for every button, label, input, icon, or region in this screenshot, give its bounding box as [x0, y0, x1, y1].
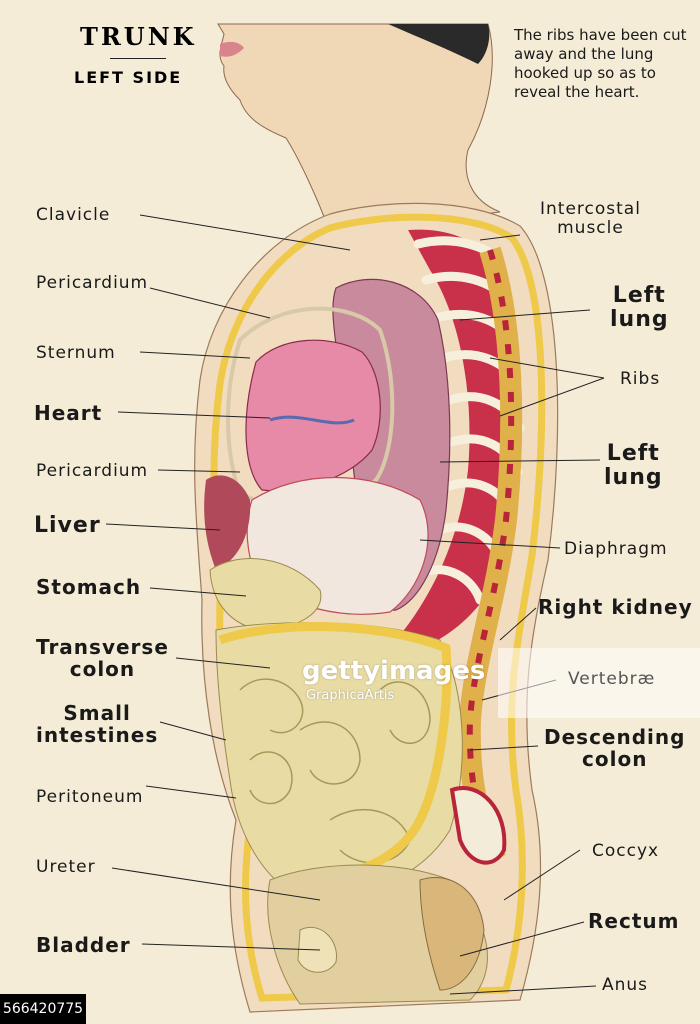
- label-ribs: Ribs: [620, 369, 661, 389]
- pleura-outline: [210, 213, 546, 1002]
- label-pericardium-lower: Pericardium: [36, 461, 149, 481]
- title-divider: [110, 58, 166, 59]
- label-small-intestines: Small intestines: [36, 701, 159, 747]
- heart-vessel: [269, 415, 355, 425]
- label-anus: Anus: [602, 975, 649, 995]
- label-left-lung-upper: Left lung: [610, 283, 669, 333]
- label-coccyx: Coccyx: [592, 841, 660, 861]
- label-right-kidney: Right kidney: [538, 595, 693, 619]
- lips: [220, 41, 244, 57]
- heart-organ: [245, 339, 381, 492]
- stock-id-badge: 566420775: [0, 994, 86, 1024]
- label-diaphragm: Diaphragm: [564, 539, 668, 559]
- plate-subtitle: LEFT SIDE: [74, 68, 183, 87]
- rectum-organ: [419, 876, 485, 991]
- plate-title: TRUNK: [80, 22, 197, 51]
- colon-band: [218, 622, 452, 885]
- label-stomach: Stomach: [36, 575, 142, 599]
- stomach-organ: [209, 558, 322, 631]
- label-peritoneum: Peritoneum: [36, 787, 144, 807]
- label-pericardium-upper: Pericardium: [36, 273, 149, 293]
- label-intercostal-muscle: Intercostal muscle: [540, 199, 641, 238]
- pericardium-sac: [226, 306, 395, 508]
- liver-organ: [204, 475, 251, 570]
- caption-note: The ribs have been cut away and the lung…: [514, 26, 687, 101]
- head-neck: [217, 23, 501, 233]
- label-ureter: Ureter: [36, 857, 96, 877]
- label-sternum: Sternum: [36, 343, 116, 363]
- label-left-lung-lower: Left lung: [604, 441, 663, 491]
- label-descending-colon: Descending colon: [544, 725, 686, 771]
- watermark-logo: gettyimages: [302, 656, 486, 686]
- label-vertebrae: Vertebræ: [568, 669, 656, 689]
- label-heart: Heart: [34, 401, 103, 425]
- label-rectum: Rectum: [588, 909, 680, 933]
- label-bladder: Bladder: [36, 933, 131, 957]
- label-clavicle: Clavicle: [36, 205, 111, 225]
- watermark-panel: [498, 648, 700, 718]
- watermark-credit: GraphicaArtis: [306, 688, 395, 703]
- label-transverse-colon: Transverse colon: [36, 635, 169, 681]
- label-liver: Liver: [34, 513, 101, 538]
- coccyx-bone: [449, 786, 507, 865]
- hair: [388, 24, 490, 64]
